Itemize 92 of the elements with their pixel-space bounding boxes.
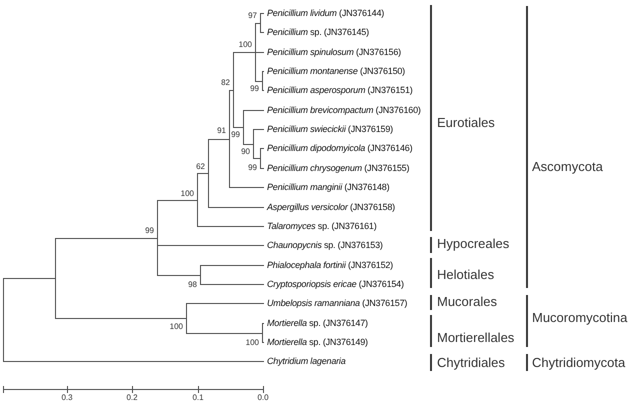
tree-branch (260, 148, 264, 149)
order-label: Hypocreales (437, 236, 510, 252)
axis-tick-label: 0.3 (60, 393, 74, 403)
order-label: Chytridiales (437, 355, 505, 371)
tree-branch (186, 333, 262, 334)
clade-line (233, 52, 234, 128)
phylum-label: Ascomycota (532, 159, 603, 175)
tree-branch (158, 200, 198, 201)
tree-branch (56, 318, 186, 319)
tree-branch (158, 275, 200, 276)
bootstrap-value: 99 (231, 130, 240, 140)
bootstrap-value: 100 (246, 338, 259, 348)
bootstrap-value: 100 (238, 40, 252, 50)
bootstrap-value: 91 (217, 126, 226, 136)
clade-line (260, 148, 261, 169)
tree-branch (186, 303, 264, 304)
taxon-label: Cryptosporiopsis ericae (JN376154) (264, 277, 404, 291)
tree-branch (260, 32, 264, 33)
tree-branch (256, 81, 262, 82)
taxon-label: Penicillium montanense (JN376150) (264, 64, 405, 78)
clade-line (200, 265, 201, 285)
phylum-label: Mucoromycotina (532, 310, 628, 326)
taxon-label: Penicillium lividum (JN376144) (264, 6, 384, 20)
clade-line (197, 173, 198, 227)
tree-branch (230, 187, 264, 188)
tree-branch (244, 144, 254, 145)
taxon-label: Penicillium dipodomyicola (JN376146) (264, 141, 412, 155)
tree-branch (198, 173, 208, 174)
clade-line (3, 278, 4, 362)
clade-line (229, 90, 230, 188)
clade-line (186, 303, 187, 334)
bootstrap-value: 99 (248, 163, 257, 173)
tree-branch (254, 129, 264, 130)
tree-branch (208, 207, 264, 208)
bootstrap-value: 98 (188, 280, 197, 290)
taxon-label: Penicillium chrysogenum (JN376155) (264, 161, 410, 175)
tree-branch (234, 52, 256, 53)
tree-branch (200, 265, 264, 266)
taxon-label: Penicillium manginii (JN376148) (264, 180, 390, 194)
taxon-label: Umbelopsis ramanniana (JN376157) (264, 296, 408, 310)
tree-branch (4, 361, 264, 362)
tree-branch (200, 284, 264, 285)
axis-tick-label: 0.2 (125, 393, 139, 403)
tree-branch (208, 139, 230, 140)
tree-branch (256, 23, 260, 24)
order-label: Eurotiales (437, 115, 495, 131)
taxon-label: Chytridium lagenaria (264, 354, 346, 368)
bootstrap-value: 82 (221, 78, 230, 88)
tree-branch (56, 238, 158, 239)
taxon-label: Penicillium brevicompactum (JN376160) (264, 103, 421, 117)
tree-branch (244, 110, 264, 111)
axis-tick-label: 0.1 (191, 393, 205, 403)
tree-branch (260, 168, 264, 169)
bootstrap-value: 99 (145, 226, 154, 236)
order-label: Helotiales (437, 267, 494, 283)
clade-line (243, 110, 244, 145)
taxon-label: Phialocephala fortinii (JN376152) (264, 258, 393, 272)
taxon-label: Chaunopycnis sp. (JN376153) (264, 238, 383, 252)
clade-line (255, 23, 256, 82)
axis-tick-label: 0.0 (256, 393, 270, 403)
taxon-label: Aspergillus versicolor (JN376158) (264, 200, 395, 214)
bootstrap-value: 97 (248, 11, 257, 21)
tree-branch (198, 226, 264, 227)
tree-branch (4, 278, 56, 279)
clade-line (208, 139, 209, 208)
taxon-label: Mortierella sp. (JN376147) (264, 316, 368, 330)
bootstrap-value: 99 (250, 84, 259, 94)
tree-branch (260, 13, 264, 14)
taxon-label: Penicillium sp. (JN376145) (264, 25, 369, 39)
taxon-label: Penicillium spinulosum (JN376156) (264, 45, 401, 59)
clade-line (260, 13, 261, 33)
phylum-label: Chytridiomycota (532, 355, 626, 371)
bootstrap-value: 100 (180, 189, 194, 199)
taxon-label: Penicillium asperosporum (JN376151) (264, 83, 413, 97)
tree-branch (254, 158, 260, 159)
taxon-label: Mortierella sp. (JN376149) (264, 335, 368, 349)
taxon-label: Talaromyces sp. (JN376161) (264, 219, 377, 233)
clade-line (262, 323, 263, 343)
taxon-label: Penicillium swiecickii (JN376159) (264, 122, 393, 136)
tree-branch (158, 245, 264, 246)
clade-line (253, 129, 254, 159)
bootstrap-value: 90 (241, 147, 250, 157)
clade-line (262, 71, 263, 91)
bootstrap-value: 100 (170, 322, 183, 332)
tree-branch (256, 52, 264, 53)
tree-branch (230, 90, 234, 91)
bootstrap-value: 62 (196, 162, 205, 172)
order-label: Mucorales (437, 294, 497, 310)
clade-line (157, 200, 158, 276)
clade-line (55, 238, 56, 319)
order-label: Mortierellales (437, 330, 514, 346)
tree-branch (234, 127, 244, 128)
